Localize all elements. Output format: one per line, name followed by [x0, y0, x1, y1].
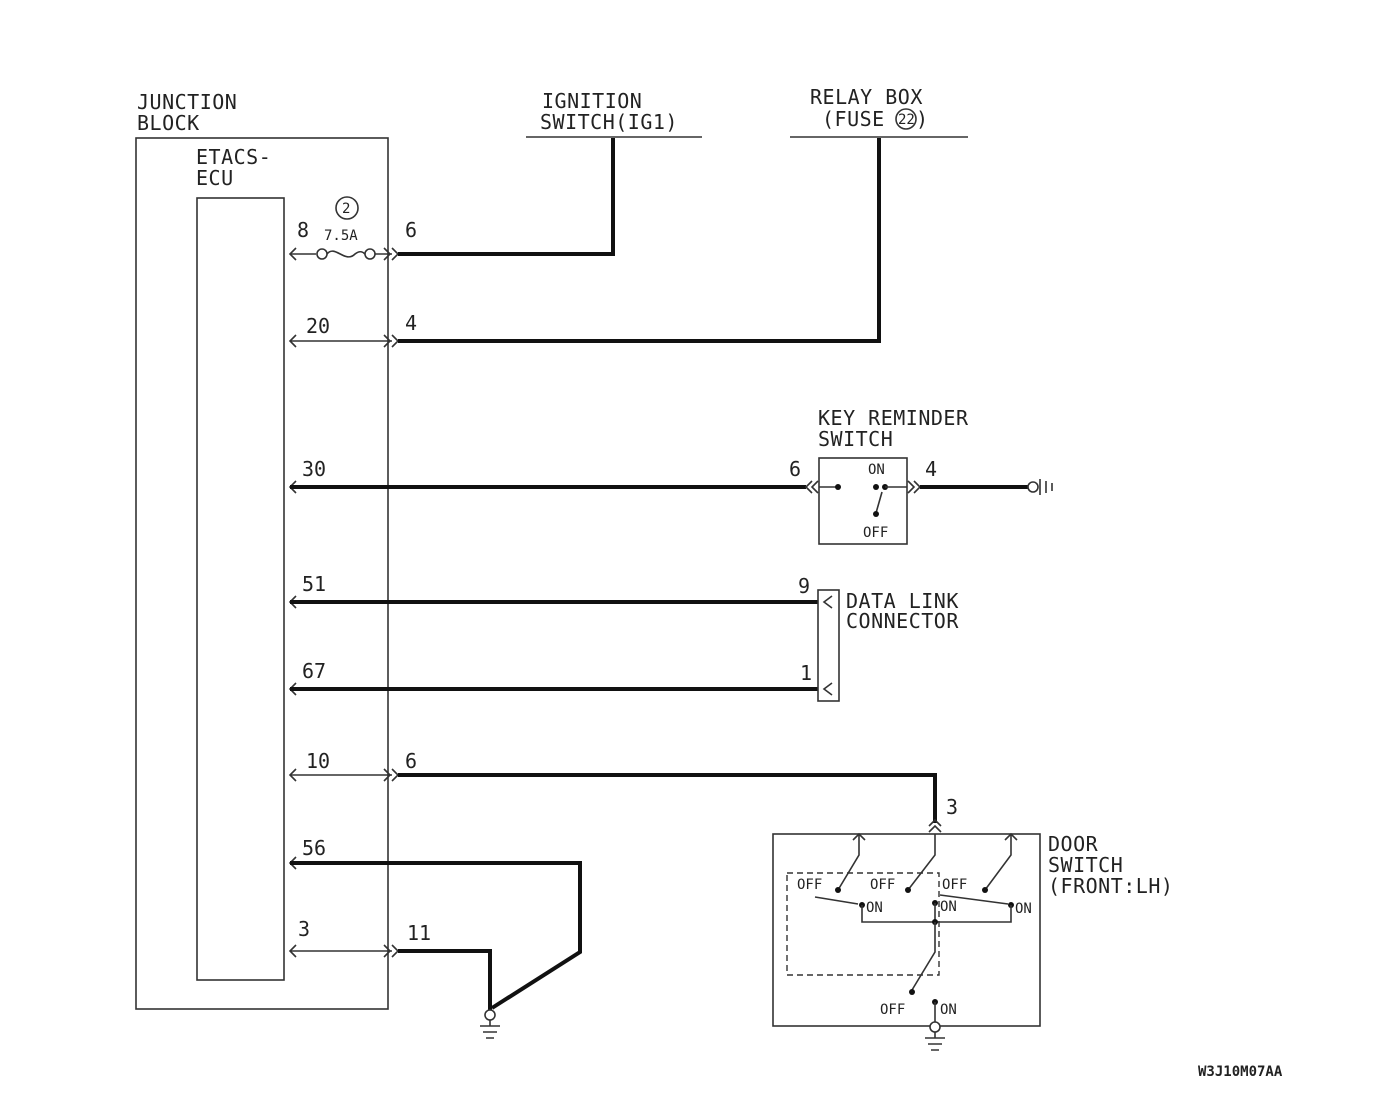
key-reminder-label-1: KEY REMINDER [818, 406, 969, 430]
etacs-ecu: ETACS- ECU [196, 145, 285, 981]
junction-block: JUNCTION BLOCK [135, 90, 389, 1010]
relay-box-label-2b: ) [916, 107, 929, 131]
ground-icon-door-switch [925, 1021, 945, 1051]
etacs-ecu-label-2: ECU [196, 166, 234, 190]
diagram-code: W3J10M07AA [1198, 1064, 1283, 1080]
door-switch-label-2: SWITCH [1048, 853, 1123, 877]
door-switch-label-3: (FRONT:LH) [1048, 874, 1173, 898]
key-reminder-label-2: SWITCH [818, 427, 893, 451]
jb-pin-11: 11 [407, 921, 431, 945]
ecu-pin-56: 56 [302, 836, 326, 860]
key-reminder-on-label: ON [868, 462, 885, 478]
wire-pin-11-ground [398, 949, 492, 1010]
ecu-pin-30: 30 [302, 457, 326, 481]
ignition-switch-label-1: IGNITION [542, 89, 642, 113]
door-switch-off-bottom: OFF [880, 1002, 905, 1018]
door-switch-on-bottom: ON [940, 1002, 957, 1018]
ecu-pin-51: 51 [302, 572, 326, 596]
door-switch: DOOR SWITCH (FRONT:LH) OFF ON OFF ON OFF… [772, 818, 1173, 1027]
key-reminder-off-label: OFF [863, 525, 888, 541]
ecu-pin-20: 20 [306, 314, 330, 338]
door-switch-on-1: ON [866, 900, 883, 916]
relay-box-fuse-number: 22 [898, 112, 915, 128]
door-switch-on-3: ON [1015, 901, 1032, 917]
jb-pin-6-ign: 6 [405, 218, 417, 242]
ecu-pin-3: 3 [298, 917, 310, 941]
wire-ignition [398, 138, 615, 256]
ground-icon-key-reminder [1027, 479, 1053, 495]
key-reminder-pin-4: 4 [925, 457, 937, 481]
data-link-connector: DATA LINK CONNECTOR [817, 589, 959, 702]
junction-block-label-2: BLOCK [137, 111, 200, 135]
fuse-rating: 7.5A [324, 228, 358, 244]
fuse-number: 2 [342, 201, 350, 217]
ignition-switch-label-2: SWITCH(IG1) [540, 110, 678, 134]
jb-pin-6-door: 6 [405, 749, 417, 773]
ground-icon-junction [480, 1009, 500, 1039]
wire-door-switch [398, 773, 937, 823]
relay-box-label-1: RELAY BOX [810, 85, 923, 109]
dlc-label-2: CONNECTOR [846, 609, 959, 633]
key-reminder-switch: KEY REMINDER SWITCH ON OFF [818, 406, 969, 545]
dlc-label-1: DATA LINK [846, 589, 959, 613]
jb-pin-4: 4 [405, 311, 417, 335]
dlc-pin-1: 1 [800, 661, 812, 685]
relay-box-label-2a: (FUSE [822, 107, 885, 131]
relay-box: RELAY BOX (FUSE 22 ) [790, 85, 968, 138]
wire-relay-box [398, 138, 881, 343]
door-switch-pin-3: 3 [946, 795, 958, 819]
junction-block-label-1: JUNCTION [137, 90, 237, 114]
ecu-pin-8: 8 [297, 218, 309, 242]
ecu-pin-10: 10 [306, 749, 330, 773]
etacs-ecu-label-1: ETACS- [196, 145, 271, 169]
door-switch-label-1: DOOR [1048, 832, 1099, 856]
door-switch-on-2: ON [940, 899, 957, 915]
ignition-switch: IGNITION SWITCH(IG1) [526, 89, 702, 138]
key-reminder-pin-6: 6 [789, 457, 801, 481]
door-switch-off-1: OFF [797, 877, 822, 893]
ecu-pin-67: 67 [302, 659, 326, 683]
wire-pin-56-ground [290, 861, 582, 1010]
door-switch-off-3: OFF [942, 877, 967, 893]
dlc-pin-9: 9 [798, 574, 810, 598]
door-switch-off-2: OFF [870, 877, 895, 893]
fuse-2: 2 7.5A [288, 196, 400, 261]
